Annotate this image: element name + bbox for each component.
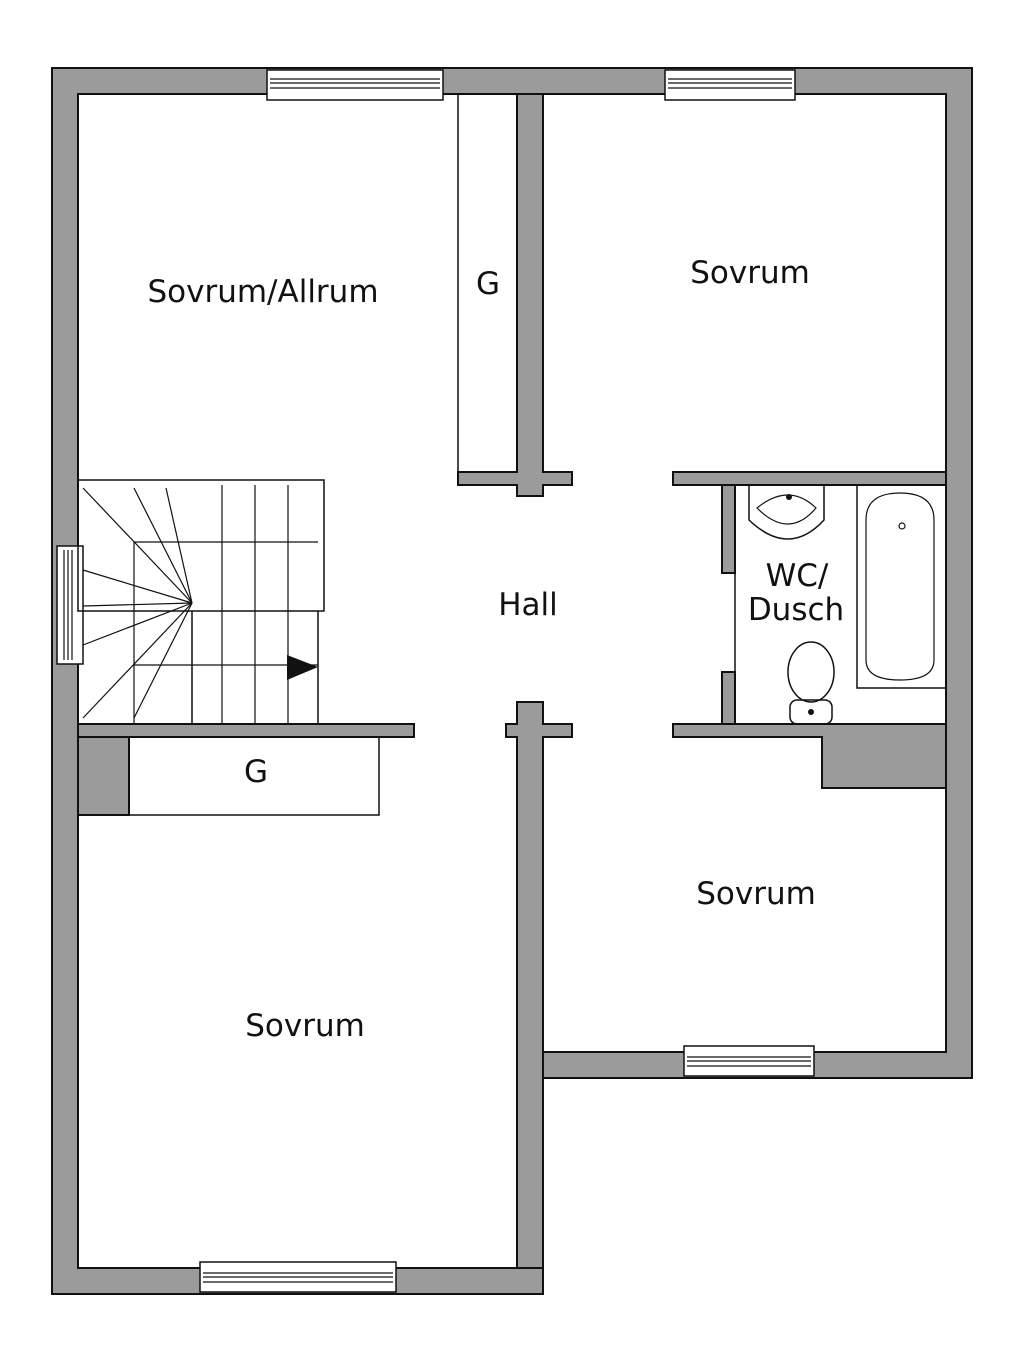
staircase — [77, 479, 325, 724]
label-sovrum-top-right: Sovrum — [690, 255, 810, 291]
window-icon — [199, 1261, 397, 1293]
label-dusch: Dusch — [748, 592, 844, 628]
wall-left-block — [77, 736, 130, 816]
closet-mid — [128, 736, 380, 816]
wall-bath-left-upper — [721, 484, 736, 574]
window-icon — [266, 69, 444, 101]
label-sovrum-bottom-left: Sovrum — [245, 1008, 365, 1044]
window-icon — [56, 545, 84, 665]
wall-left-mid — [77, 723, 415, 738]
bathroom-fixtures — [734, 484, 947, 725]
label-wc: WC/ — [766, 558, 829, 594]
stair-direction-arrow-icon — [287, 655, 318, 680]
window-icon — [683, 1045, 815, 1077]
interior-walls — [77, 93, 947, 1269]
label-garderob-mid: G — [244, 754, 268, 790]
label-hall: Hall — [498, 587, 558, 623]
label-sovrum-bottom-right: Sovrum — [696, 876, 816, 912]
bathtub-icon — [856, 484, 947, 689]
wall-bath-top — [672, 471, 947, 486]
wall-bath-left-lower — [721, 671, 736, 725]
label-garderob-top: G — [476, 266, 500, 302]
sink-icon — [748, 485, 825, 540]
label-sovrum-allrum: Sovrum/Allrum — [147, 274, 378, 310]
outer-walls — [51, 67, 973, 1295]
toilet-icon — [787, 641, 835, 725]
window-icon — [664, 69, 796, 101]
closet-top — [457, 93, 518, 473]
windows — [56, 69, 815, 1293]
